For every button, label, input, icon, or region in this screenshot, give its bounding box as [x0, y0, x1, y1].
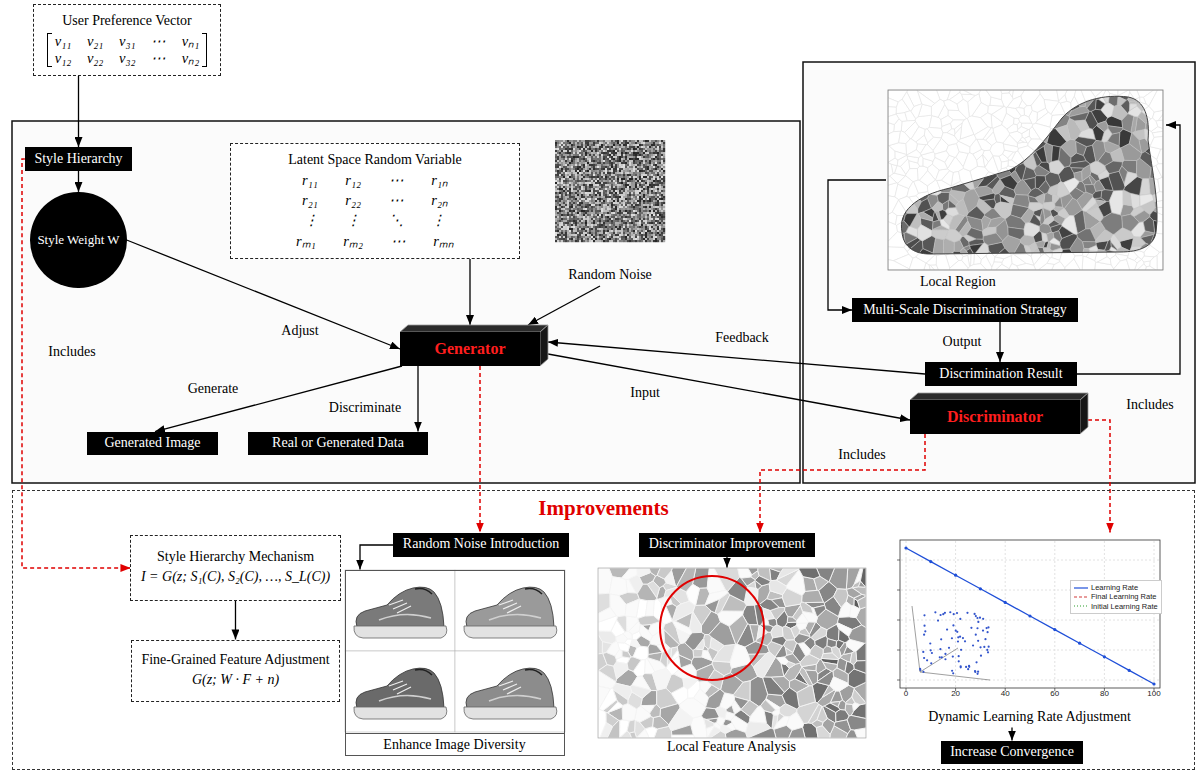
diagram-stage: User Preference Vectorv₁₁ v₂₁ v₃₁ ⋯ vₙ₁v… — [0, 0, 1202, 773]
